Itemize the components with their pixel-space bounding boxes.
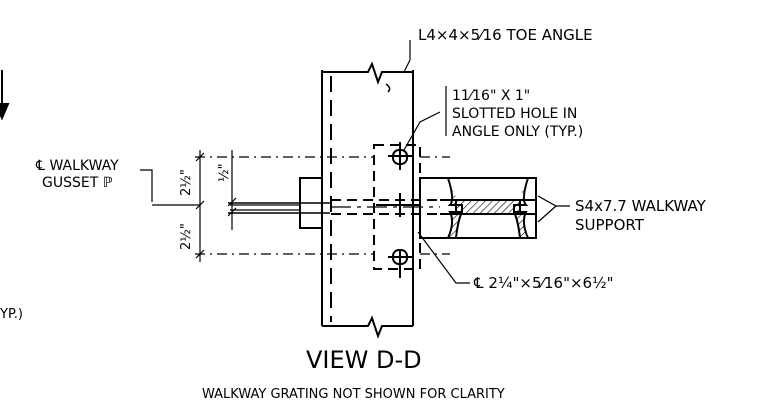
plate-outline: [331, 144, 440, 270]
dimension-2half-bottom: 2½": [179, 223, 194, 250]
gusset-plate-label: GUSSET ℙ: [42, 175, 113, 191]
dimension-2half-top: 2½": [179, 169, 194, 196]
slot-label-line1: 11⁄16" X 1": [452, 88, 530, 104]
s4-support-beam: [419, 177, 537, 239]
view-title: VIEW D-D: [306, 346, 422, 374]
toe-angle-label: L4×4×5⁄16 TOE ANGLE: [418, 26, 593, 44]
support-label-line1: S4x7.7 WALKWAY: [575, 197, 707, 215]
support-label-line2: SUPPORT: [575, 216, 645, 234]
slotted-holes: [376, 142, 420, 278]
walkway-centerline-label: ℄ WALKWAY: [35, 158, 119, 174]
dimension-half: ½": [217, 163, 232, 182]
view-note: WALKWAY GRATING NOT SHOWN FOR CLARITY: [202, 387, 505, 402]
arrow-fragment: [0, 70, 10, 121]
typ-fragment: YP.): [0, 307, 23, 322]
slot-label-line2: SLOTTED HOLE IN: [452, 106, 577, 122]
slot-label-line3: ANGLE ONLY (TYP.): [452, 124, 583, 140]
plate-label: ℄ 2¼"×5⁄16"×6½": [473, 274, 614, 292]
gusset-plate: [228, 177, 330, 229]
leaders: [403, 40, 570, 284]
